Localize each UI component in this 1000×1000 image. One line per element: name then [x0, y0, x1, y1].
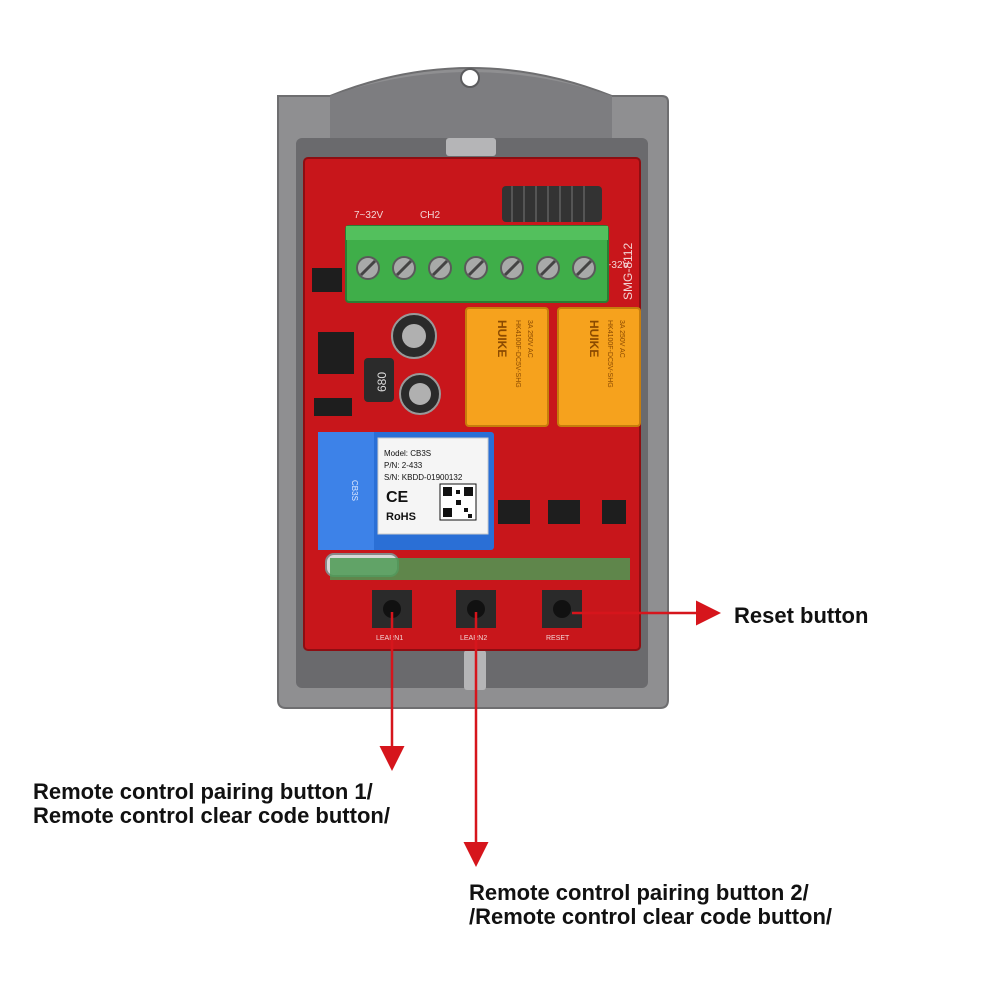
relay-2: HUIKE HK4100F-DC5V-SHG 3A 250V AC [557, 307, 641, 427]
svg-text:RESET: RESET [546, 635, 570, 642]
svg-text:Model: CB3S: Model: CB3S [384, 449, 431, 458]
wifi-module: CB3S Model: CB3S P/N: 2-433 S/N: KBDD-01… [318, 432, 494, 550]
power-inductor: 680 [364, 358, 394, 402]
relay-1: HUIKE HK4100F-DC5V-SHG 3A 250V AC [465, 307, 549, 427]
antenna-coil [502, 186, 602, 222]
svg-text:680: 680 [375, 372, 389, 392]
svg-text:HK4100F-DC5V-SHG: HK4100F-DC5V-SHG [606, 320, 613, 388]
reset-button-callout: Reset button [734, 604, 868, 628]
svg-text:P/N: 2-433: P/N: 2-433 [384, 461, 423, 470]
svg-text:LEARN2: LEARN2 [460, 635, 487, 642]
channel-label: CH2 [420, 210, 440, 221]
qr-code-icon [439, 483, 477, 521]
svg-text:S/N: KBDD-01900132: S/N: KBDD-01900132 [384, 473, 463, 482]
svg-text:CE: CE [386, 489, 409, 506]
learn2-button: LEARN2 [456, 590, 496, 642]
pair2-callout-line1: Remote control pairing button 2/ [469, 880, 809, 905]
reset-callout-line1: Reset button [734, 603, 869, 628]
svg-text:3A 250V AC: 3A 250V AC [618, 320, 625, 358]
pair1-callout-line1: Remote control pairing button 1/ [33, 779, 373, 804]
receiver-submodule [330, 558, 630, 580]
terminal-screws [356, 256, 596, 280]
model-code-label: SMG-8112 [621, 243, 635, 300]
mounting-hole [460, 68, 480, 88]
svg-text:RoHS: RoHS [386, 511, 416, 523]
svg-text:3A 250V AC: 3A 250V AC [526, 320, 533, 358]
reset-button: RESET [542, 590, 582, 642]
svg-text:CB3S: CB3S [350, 480, 359, 501]
terminal-block [345, 225, 609, 303]
callout-arrows [379, 600, 721, 867]
svg-text:HK4100F-DC5V-SHG: HK4100F-DC5V-SHG [514, 320, 521, 388]
pair1-callout-line2: Remote control clear code button/ [33, 803, 390, 828]
electrolytic-capacitors [391, 313, 441, 415]
regulator-ic [312, 268, 354, 416]
voltage-left-label: 7~32V [354, 210, 384, 221]
pairing-button-1-callout: Remote control pairing button 1/ Remote … [33, 780, 390, 828]
svg-text:HUIKE: HUIKE [587, 320, 601, 357]
svg-text:HUIKE: HUIKE [495, 320, 509, 357]
pair2-callout-line2: /Remote control clear code button/ [469, 904, 833, 929]
pairing-button-2-callout: Remote control pairing button 2/ /Remote… [469, 881, 832, 929]
voltage-right-label: 7~32V [600, 260, 630, 271]
svg-text:LEARN1: LEARN1 [376, 635, 403, 642]
transistors [498, 500, 626, 524]
